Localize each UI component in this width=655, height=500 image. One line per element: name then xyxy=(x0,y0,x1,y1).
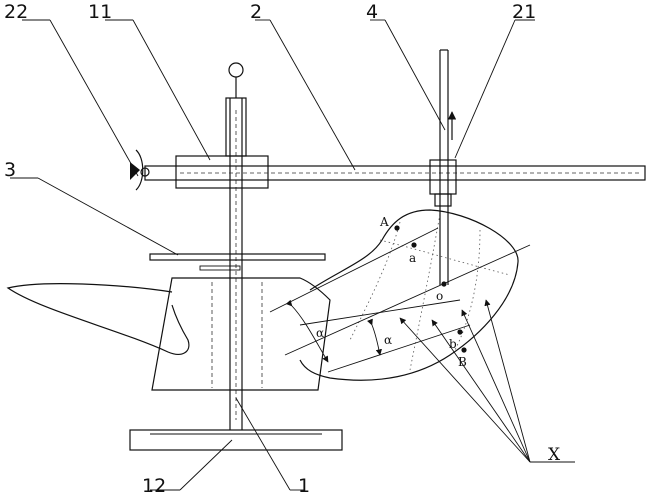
callout-21: 21 xyxy=(512,1,536,23)
callout-1: 1 xyxy=(298,475,310,497)
body-base xyxy=(151,265,331,391)
callout-22: 22 xyxy=(4,1,28,23)
alpha-label-left: α xyxy=(316,326,324,340)
point-label-a: a xyxy=(409,251,416,265)
alpha-label-right: α xyxy=(384,333,392,347)
point-label-A: A xyxy=(379,215,389,229)
leader-lines xyxy=(10,19,535,491)
chord-lines xyxy=(269,227,531,373)
callout-4: 4 xyxy=(366,1,378,23)
callout-12: 12 xyxy=(142,475,166,497)
base-plate xyxy=(129,429,343,451)
callout-2: 2 xyxy=(250,1,262,23)
x-leaders xyxy=(399,299,575,463)
blade-profile xyxy=(299,209,519,381)
probe-rod xyxy=(429,49,457,285)
plate-3 xyxy=(149,253,326,261)
vertical-post xyxy=(225,62,247,430)
horizontal-arm xyxy=(144,155,646,189)
point-label-o: o xyxy=(436,289,443,303)
callout-11: 11 xyxy=(88,1,112,23)
blade-points xyxy=(394,225,467,353)
callout-x: X xyxy=(548,445,561,465)
point-label-B: B xyxy=(458,355,467,369)
wing-nut xyxy=(130,149,150,191)
point-label-b: b xyxy=(449,337,457,351)
callout-3: 3 xyxy=(4,159,16,181)
alpha-arcs xyxy=(285,299,382,363)
left-wing xyxy=(6,283,190,355)
